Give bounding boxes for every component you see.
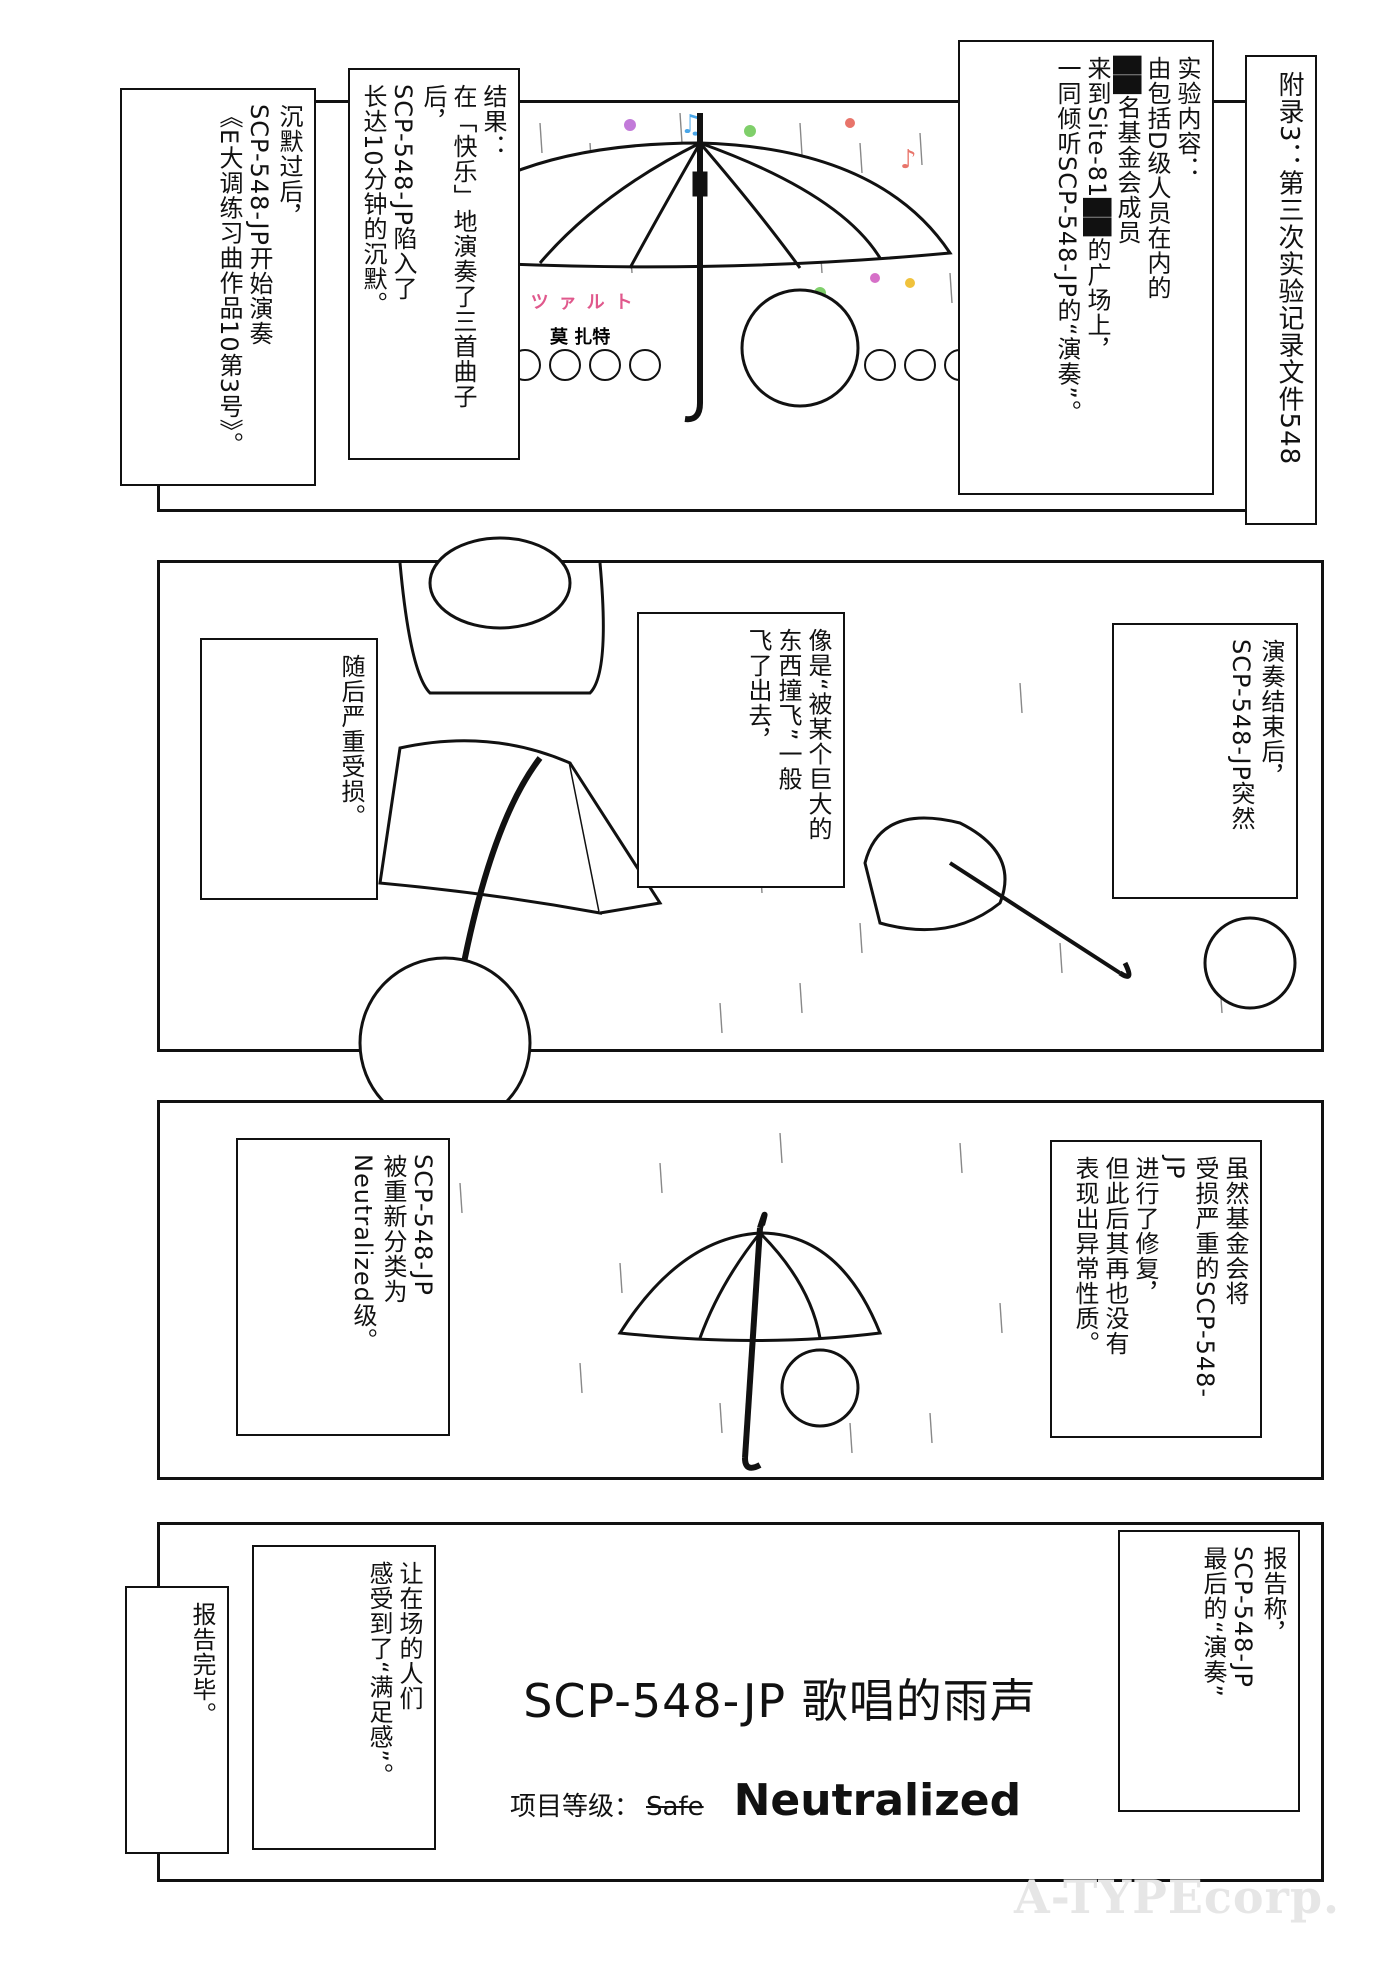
caption-report-states: 报告称， SCP-548-JP 最后的“演奏” [1118, 1530, 1300, 1812]
caption-appendix-header: 附录3：第三次实验记录文件548 [1245, 55, 1317, 525]
character-head-center [780, 1348, 860, 1428]
person-topdown [398, 536, 605, 695]
caption-silence-after: 沉默过后， SCP-548-JP开始演奏 《E大调练习曲作品10第3号》。 [120, 88, 316, 486]
caption-experiment-content: 实验内容： 由包括D级人员在内的 ██名基金会成员 来到Site-81██的广场… [958, 40, 1214, 495]
sfx-mozart-label: 莫 扎特 [549, 326, 610, 348]
umbrella-icon [397, 113, 953, 423]
caption-severely-damaged: 随后严重受损。 [200, 638, 378, 900]
caption-performance-end: 演奏结束后， SCP-548-JP突然 [1112, 623, 1298, 899]
watermark-logo: A-TYPEcorp. [1014, 1870, 1340, 1924]
flying-umbrella-icon [863, 816, 1132, 979]
caption-satisfaction: 让在场的人们 感受到了“满足感”。 [252, 1545, 436, 1850]
caption-blown-away: 像是“被某个巨大的 东西撞飞”一般 飞了出去， [637, 612, 845, 888]
caption-repair: 虽然基金会将 受损严重的SCP-548-JP 进行了修复， 但此后其再也没有 表… [1050, 1140, 1262, 1438]
caption-reclassification: SCP-548-JP 被重新分类为 Neutralized级。 [236, 1138, 450, 1436]
character-head-right [1203, 916, 1297, 1010]
object-class-new: Neutralized [733, 1775, 1022, 1826]
svg-text:♪: ♪ [900, 145, 917, 175]
caption-report-complete: 报告完毕。 [125, 1586, 229, 1854]
page-title: SCP-548-JP 歌唱的雨声 [523, 1674, 1037, 1728]
character-head [740, 288, 860, 408]
caption-result: 结果： 在「快乐」地演奏了三首曲子后， SCP-548-JP陷入了 长达10分钟… [348, 68, 520, 460]
object-class-line: 项目等级：Safe Neutralized [510, 1775, 1070, 1826]
broken-umbrella-illustration [358, 536, 1297, 1130]
object-class-label: 项目等级： [510, 1792, 641, 1822]
repaired-umbrella-icon [617, 1211, 883, 1471]
object-class-old: Safe [646, 1792, 704, 1822]
title-block: SCP-548-JP 歌唱的雨声 [470, 1665, 1090, 1731]
